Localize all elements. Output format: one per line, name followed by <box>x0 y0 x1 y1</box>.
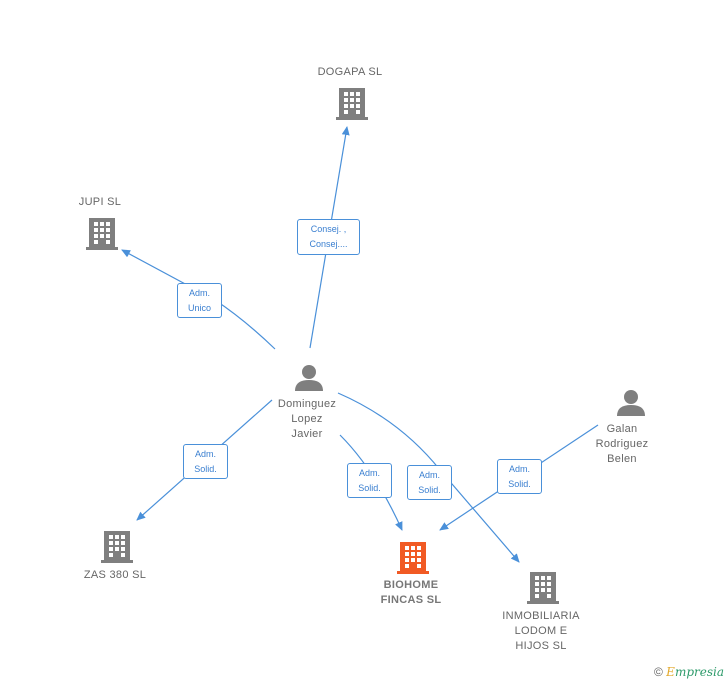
relation-badge-biohome-dominguez[interactable]: Adm. Solid. <box>347 463 392 498</box>
galan-person-icon[interactable] <box>617 390 645 416</box>
relation-badge-jupi[interactable]: Adm. Unico <box>177 283 222 318</box>
biohome-building-icon[interactable] <box>397 542 429 574</box>
copyright-symbol: © <box>653 665 663 679</box>
dogapa-building-icon[interactable] <box>336 88 368 120</box>
relation-badge-inmobiliaria[interactable]: Adm. Solid. <box>407 465 452 500</box>
jupi-building-icon[interactable] <box>86 218 118 250</box>
empresia-logo: Empresia <box>666 665 724 679</box>
inmobiliaria-building-icon[interactable] <box>527 572 559 604</box>
zas-building-icon[interactable] <box>101 531 133 563</box>
node-label-jupi[interactable]: JUPI SL <box>78 196 122 208</box>
relation-badge-biohome-galan[interactable]: Adm. Solid. <box>497 459 542 494</box>
node-label-dogapa[interactable]: DOGAPA SL <box>317 66 383 78</box>
node-label-biohome[interactable]: BIOHOME FINCAS SL <box>380 579 442 606</box>
footer-brand[interactable]: © Empresia <box>654 665 724 679</box>
relation-badge-zas[interactable]: Adm. Solid. <box>183 444 228 479</box>
node-label-zas[interactable]: ZAS 380 SL <box>83 569 147 581</box>
node-label-inmobiliaria[interactable]: INMOBILIARIA LODOM E HIJOS SL <box>502 610 580 652</box>
node-label-galan[interactable]: Galan Rodriguez Belen <box>595 423 649 465</box>
dominguez-person-icon[interactable] <box>295 365 323 391</box>
relation-badge-dogapa[interactable]: Consej. , Consej.... <box>297 219 360 255</box>
node-label-dominguez[interactable]: Dominguez Lopez Javier <box>277 398 337 440</box>
